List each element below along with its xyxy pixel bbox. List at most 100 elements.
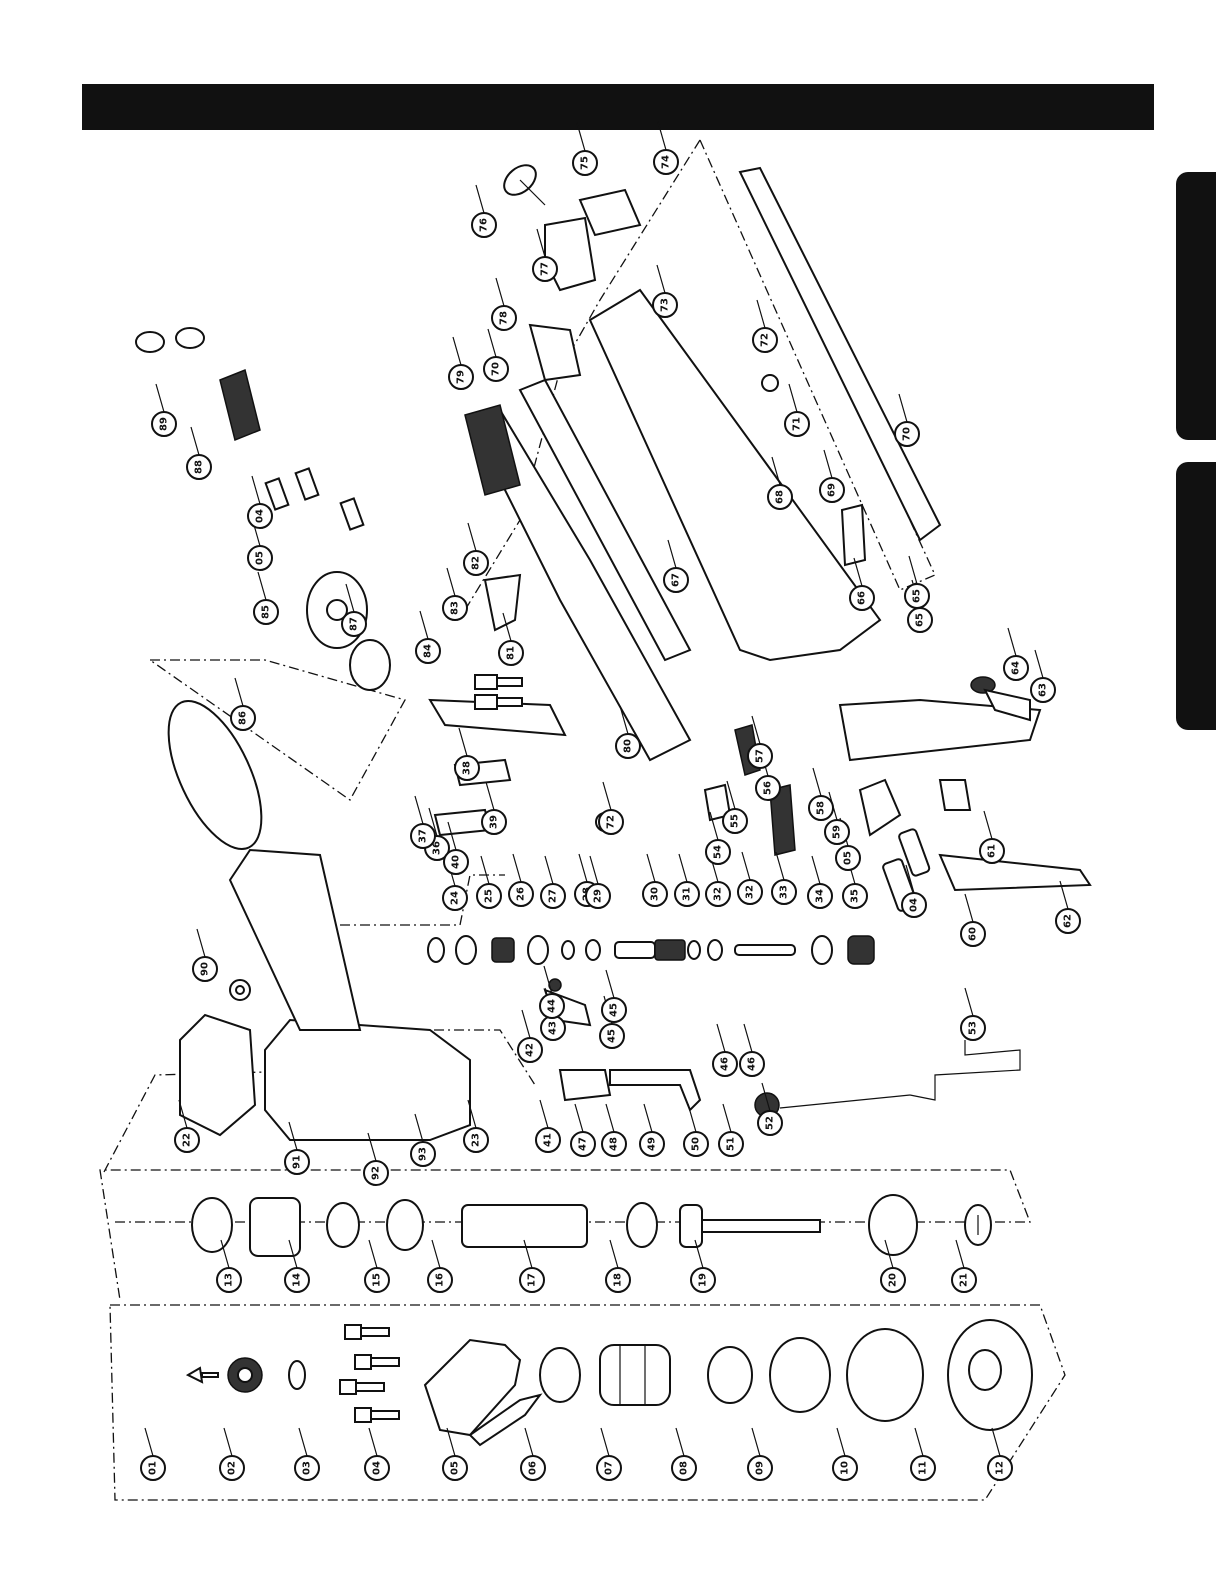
callout-14: 14: [284, 1267, 310, 1293]
callout-51: 51: [718, 1131, 744, 1157]
piston-bumper: [599, 1344, 671, 1406]
svg-text:43: 43: [548, 1021, 559, 1035]
callout-35: 35: [842, 883, 868, 909]
callout-33: 33: [771, 879, 797, 905]
callout-55: 55: [722, 808, 748, 834]
leader-line-23: [467, 1099, 477, 1129]
leader-line-89: [155, 383, 165, 413]
svg-text:87: 87: [349, 617, 360, 631]
svg-text:84: 84: [423, 644, 434, 658]
magazine-rail-outer: [738, 166, 942, 542]
svg-text:13: 13: [224, 1273, 235, 1287]
callout-88: 88: [186, 454, 212, 480]
svg-text:35: 35: [850, 889, 861, 903]
leader-line-86: [234, 677, 244, 707]
leader-line-48: [605, 1103, 615, 1133]
svg-text:46: 46: [720, 1057, 731, 1071]
svg-text:74: 74: [661, 155, 672, 169]
trigger-lever: [558, 1069, 612, 1102]
cylinder-cap: [423, 1338, 522, 1437]
callout-31: 31: [674, 881, 700, 907]
leader-line-12: [991, 1427, 1001, 1457]
leader-line-05: [446, 1427, 456, 1457]
leader-line-74: [657, 121, 667, 151]
leader-line-04: [368, 1427, 378, 1457]
callout-18: 18: [605, 1267, 631, 1293]
leader-line-26: [512, 853, 522, 883]
callout-25: 25: [476, 883, 502, 909]
parts: [135, 164, 1092, 1447]
contact-trip: [938, 853, 1092, 892]
leader-line-60: [964, 893, 974, 923]
svg-text:80: 80: [623, 739, 634, 753]
bottom-row-outline: [109, 1304, 1066, 1501]
callout-11: 11: [910, 1455, 936, 1481]
callout-49: 49: [639, 1131, 665, 1157]
valve-spring: [654, 939, 686, 961]
leader-line-50: [687, 1103, 697, 1133]
leader-line-22: [178, 1099, 188, 1129]
svg-text:37: 37: [418, 829, 429, 843]
svg-text:56: 56: [763, 781, 774, 795]
svg-text:66: 66: [857, 591, 868, 605]
svg-text:18: 18: [613, 1273, 624, 1287]
leader-line-62: [1059, 880, 1069, 910]
leader-line-82: [467, 522, 477, 552]
svg-text:62: 62: [1063, 914, 1074, 928]
callout-22: 22: [174, 1127, 200, 1153]
callout-03: 03: [294, 1455, 320, 1481]
svg-text:02: 02: [227, 1461, 238, 1475]
leader-line-45: [605, 969, 615, 999]
lever-64: [970, 676, 996, 694]
callout-73: 73: [652, 292, 678, 318]
svg-text:04: 04: [255, 509, 266, 523]
svg-text:51: 51: [726, 1137, 737, 1151]
callout-20: 20: [880, 1267, 906, 1293]
leader-line-31: [678, 853, 688, 883]
cylinder-sleeve: [249, 1197, 301, 1257]
leader-line-09: [751, 1427, 761, 1457]
leader-line-14: [288, 1239, 298, 1269]
callout-87: 87: [341, 611, 367, 637]
svg-text:89: 89: [159, 417, 170, 431]
svg-text:31: 31: [682, 887, 693, 901]
leader-line-41: [539, 1099, 549, 1129]
callout-23: 23: [463, 1127, 489, 1153]
svg-text:65: 65: [912, 589, 923, 603]
drive-guide: [838, 698, 1042, 762]
svg-text:04: 04: [909, 898, 920, 912]
svg-text:55: 55: [730, 814, 741, 828]
callout-45: 45: [599, 1023, 625, 1049]
svg-text:33: 33: [779, 885, 790, 899]
svg-text:42: 42: [525, 1043, 536, 1057]
svg-text:69: 69: [827, 483, 838, 497]
section-tab-upper[interactable]: [1176, 172, 1216, 440]
svg-text:08: 08: [679, 1461, 690, 1475]
callout-44: 44: [539, 993, 565, 1019]
svg-text:52: 52: [765, 1116, 776, 1130]
svg-text:17: 17: [527, 1273, 538, 1287]
leader-line-65: [908, 555, 918, 585]
svg-text:01: 01: [148, 1461, 159, 1475]
leader-line-93: [414, 1113, 424, 1143]
callout-54: 54: [705, 839, 731, 865]
callout-04: 04: [901, 892, 927, 918]
leader-line-63: [1034, 649, 1044, 679]
svg-text:57: 57: [755, 749, 766, 763]
svg-text:44: 44: [547, 999, 558, 1013]
callout-15: 15: [364, 1267, 390, 1293]
svg-text:67: 67: [671, 573, 682, 587]
leader-line-17: [523, 1239, 533, 1269]
leader-line-57: [751, 715, 761, 745]
leader-line-83: [446, 567, 456, 597]
leader-line-85: [257, 571, 267, 601]
svg-text:91: 91: [292, 1155, 303, 1169]
leader-line-88: [190, 426, 200, 456]
section-tab-lower[interactable]: [1176, 462, 1216, 730]
svg-text:05: 05: [255, 551, 266, 565]
leader-line-78: [495, 277, 505, 307]
svg-text:61: 61: [987, 844, 998, 858]
leader-line-79: [452, 336, 462, 366]
svg-text:05: 05: [450, 1461, 461, 1475]
